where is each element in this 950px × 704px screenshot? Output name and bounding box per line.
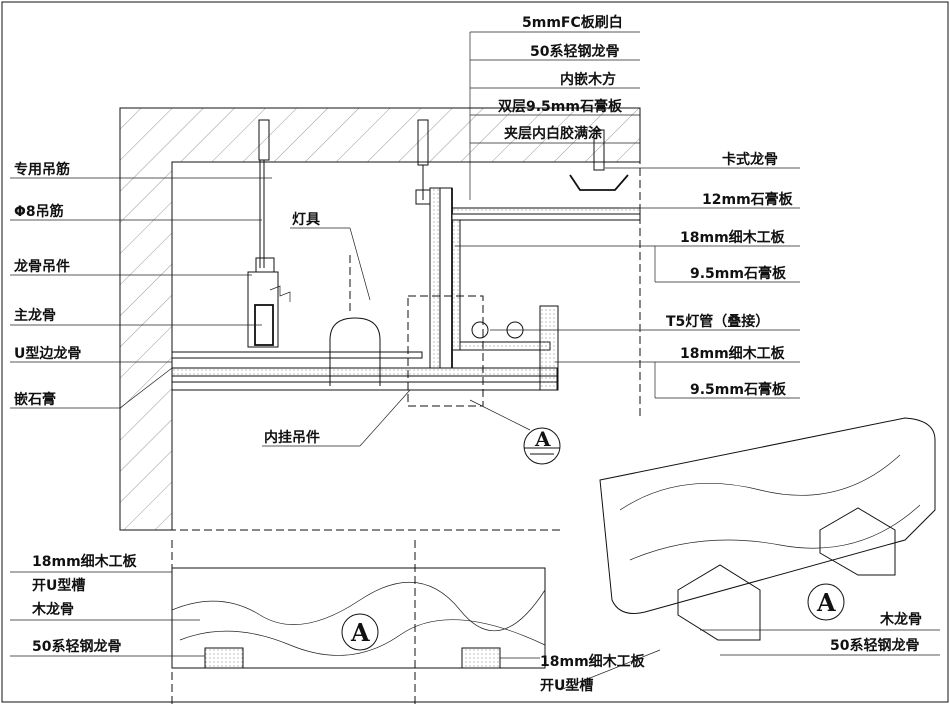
bl-marker-text: A: [350, 618, 370, 647]
ceiling-board-left: [171, 351, 558, 391]
label-wood-board-18-b: 18mm细木工板: [680, 345, 786, 362]
label-double-gypsum: 双层9.5mm石膏板: [498, 98, 623, 115]
label-inner-wood: 内嵌木方: [560, 71, 616, 88]
marker-a-text: A: [534, 427, 551, 451]
label-gypsum-12: 12mm石膏板: [702, 191, 794, 208]
label-lamp: 灯具: [292, 211, 320, 228]
label-br-wood-keel: 木龙骨: [879, 611, 922, 628]
label-bl-groove: 开U型槽: [32, 577, 85, 594]
label-bm-groove: 开U型槽: [540, 677, 593, 694]
label-main-keel: 主龙骨: [14, 307, 56, 324]
label-u-edge-keel: U型边龙骨: [14, 345, 81, 362]
isometric-detail: [559, 417, 940, 691]
label-fc-board: 5mmFC板刷白: [522, 14, 623, 31]
text-labels: 5mmFC板刷白 50系轻钢龙骨 内嵌木方 双层9.5mm石膏板 夹层内白胶满涂…: [13, 14, 922, 694]
label-inner-hanger: 内挂吊件: [264, 429, 320, 446]
hanger-rod-far-right: [569, 129, 629, 191]
vertical-board-stack: [429, 187, 641, 369]
label-gypsum-95-b: 9.5mm石膏板: [690, 381, 787, 398]
concrete-slab: [119, 107, 641, 531]
label-bm-board: 18mm细木工板: [540, 653, 646, 670]
label-glue-full: 夹层内白胶满涂: [504, 125, 603, 142]
label-hanger: 龙骨吊件: [13, 258, 70, 275]
label-gypsum-95-a: 9.5mm石膏板: [690, 265, 787, 282]
label-br-steel: 50系轻钢龙骨: [830, 637, 919, 654]
section-detail: [119, 107, 641, 531]
label-wood-board-18-a: 18mm细木工板: [680, 229, 786, 246]
section-marker-a: [523, 427, 561, 465]
label-inlay-gypsum: 嵌石膏: [14, 391, 56, 408]
light-trough: [459, 305, 559, 391]
label-bl-steel: 50系轻钢龙骨: [32, 638, 121, 655]
leader-lines: [10, 31, 800, 447]
label-t5-tube: T5灯管（叠接）: [666, 313, 769, 330]
label-light-steel-50: 50系轻钢龙骨: [530, 43, 619, 60]
bottom-left-detail: [10, 540, 546, 704]
label-bl-board: 18mm细木工板: [32, 553, 138, 570]
label-clip-keel: 卡式龙骨: [722, 151, 778, 168]
lamp-fixture: [329, 317, 381, 386]
label-bl-wood-keel: 木龙骨: [31, 601, 74, 618]
br-marker-text: A: [816, 588, 836, 617]
label-special-rod: 专用吊筋: [14, 161, 70, 178]
label-phi8-rod: Φ8吊筋: [14, 203, 64, 220]
